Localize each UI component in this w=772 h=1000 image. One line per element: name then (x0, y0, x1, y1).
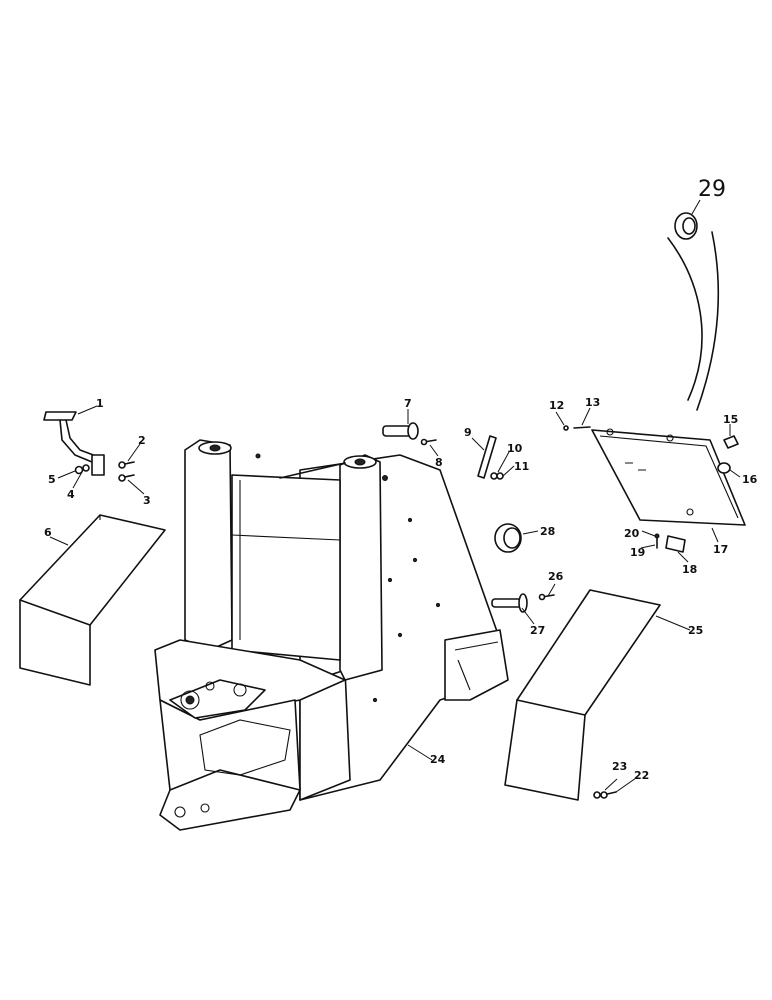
callout-22: 22 (634, 769, 649, 782)
callout-29: 29 (698, 177, 726, 202)
bushing-28 (494, 523, 522, 553)
callout-12: 12 (549, 399, 564, 412)
callout-17: 17 (713, 543, 728, 556)
parts-12-13 (563, 425, 591, 431)
callout-labels: 1 2 3 4 5 6 7 8 9 10 11 12 13 15 16 17 1… (44, 177, 758, 782)
callout-5: 5 (48, 473, 56, 486)
pin-27 (491, 593, 528, 613)
callout-27: 27 (530, 624, 545, 637)
callout-15: 15 (723, 413, 738, 426)
callout-2: 2 (138, 434, 146, 447)
step-bracket (43, 411, 105, 476)
small-bolts-left (74, 461, 135, 482)
callout-23: 23 (612, 760, 627, 773)
callout-1: 1 (96, 397, 104, 410)
bolt-22-23 (593, 791, 617, 799)
parts-18-19-20 (654, 533, 686, 553)
callout-8: 8 (435, 456, 443, 469)
callout-9: 9 (464, 426, 472, 439)
bolt-26 (538, 593, 555, 601)
pin-7 (382, 422, 419, 440)
rod-9 (477, 435, 504, 480)
callout-20: 20 (624, 527, 640, 540)
callout-13: 13 (585, 396, 600, 409)
bolt-8 (420, 438, 437, 446)
callout-28: 28 (540, 525, 555, 538)
callout-16: 16 (742, 473, 758, 486)
seal-29 (667, 212, 720, 411)
right-fender (504, 589, 661, 801)
callout-11: 11 (514, 460, 529, 473)
leader-lines (49, 199, 741, 793)
callout-24: 24 (430, 753, 446, 766)
callout-7: 7 (404, 397, 412, 410)
cover-plate (591, 428, 746, 526)
callout-6: 6 (44, 526, 52, 539)
callout-3: 3 (143, 494, 151, 507)
callout-26: 26 (548, 570, 564, 583)
parts-15-16 (717, 435, 739, 474)
callout-4: 4 (67, 488, 75, 501)
main-frame (154, 439, 509, 831)
callout-25: 25 (688, 624, 703, 637)
left-fender (19, 514, 166, 686)
callout-10: 10 (507, 442, 523, 455)
callout-19: 19 (630, 546, 645, 559)
callout-18: 18 (682, 563, 697, 576)
